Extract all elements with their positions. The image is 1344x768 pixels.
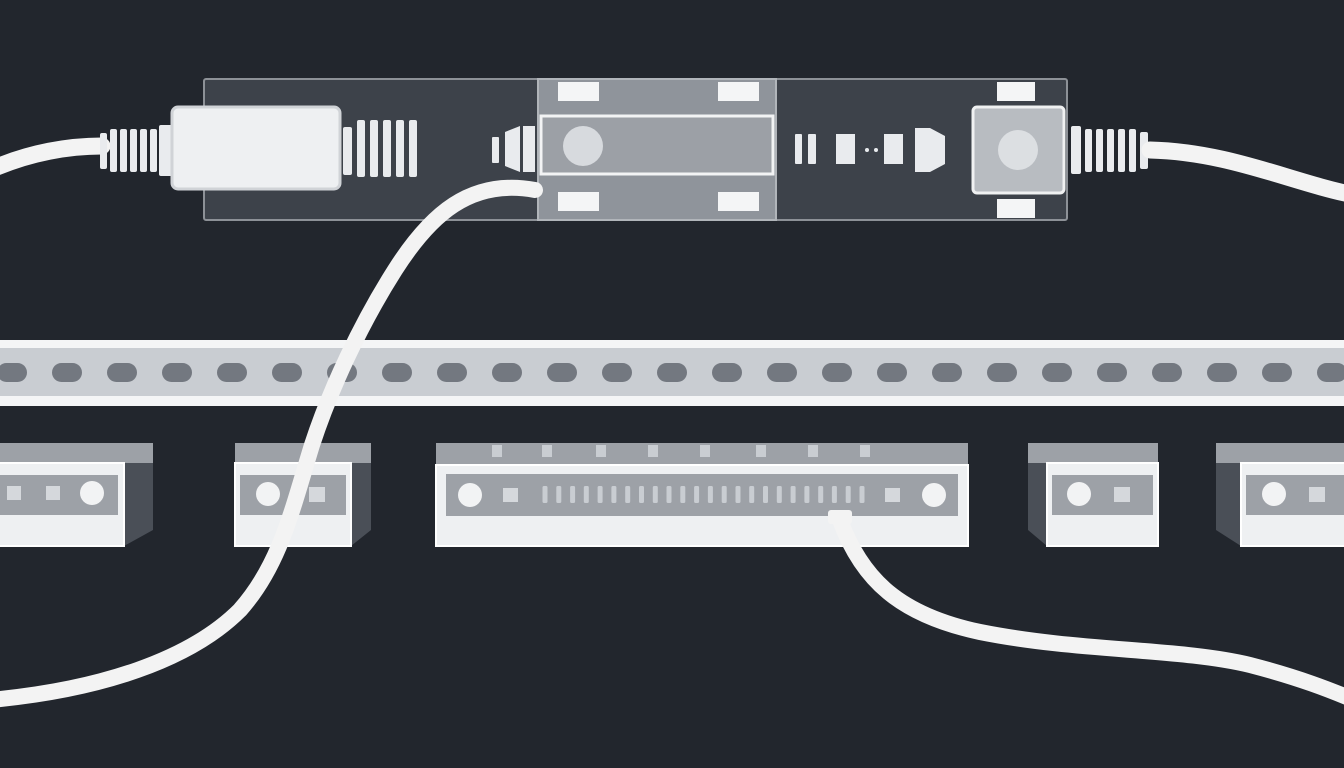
rail-slot [767,363,797,382]
network-module-icon [0,443,153,547]
rail-slot [547,363,577,382]
module-led [776,486,782,503]
patch-cable-plug [828,510,852,524]
rail-slot [382,363,412,382]
module-led [625,486,631,503]
module-led [707,486,713,503]
rail-slot [52,363,82,382]
left-cable [0,137,111,175]
module-led [818,486,824,503]
modules-row [0,443,1344,547]
square-connector-icon [971,82,1066,218]
perforated-din-rail-icon [0,340,1344,406]
module-led [542,486,548,503]
rail-slot [1042,363,1072,382]
module-led [694,486,700,503]
rail-slot [657,363,687,382]
module-led [652,486,658,503]
coupler-drop-cable [0,179,543,708]
rail-slot [987,363,1017,382]
rail-slot [217,363,247,382]
module-led [804,486,810,503]
module-led [666,486,672,503]
module-led [790,486,796,503]
rail-slot [437,363,467,382]
module-led [721,486,727,503]
module-patch-cable [832,512,1344,705]
network-module-icon [1028,443,1159,547]
network-module-icon [435,443,969,547]
module-led [583,486,589,503]
left-plug-ribs [343,120,417,177]
connector-assembly [0,78,1344,221]
rail-slot [0,363,27,382]
module-led-strip [542,486,865,503]
rail-slot [492,363,522,382]
rail-slot [602,363,632,382]
module-led [611,486,617,503]
network-module-icon [1216,443,1344,547]
module-led [763,486,768,503]
rail-slot [107,363,137,382]
rail-slot [1097,363,1127,382]
rail-slot [162,363,192,382]
rail-slot [877,363,907,382]
module-led [556,486,562,503]
module-led [639,486,644,503]
rail-slot [712,363,742,382]
left-strain-relief [100,125,173,176]
inline-coupler-icon [537,78,777,221]
rail-slot [1317,363,1344,382]
module-led [831,486,837,503]
rail-slot [822,363,852,382]
module-led [845,486,851,503]
rail-slot [932,363,962,382]
module-led [749,486,755,503]
rail-slot [1152,363,1182,382]
module-led [680,486,686,503]
module-led [735,486,741,503]
rail-slot [272,363,302,382]
module-top-vents [492,445,870,457]
rail-slot [1262,363,1292,382]
module-led [859,486,865,503]
coupler-left-tip [492,126,535,172]
module-led [597,486,603,503]
module-led [570,486,576,503]
usb-plug-icon [170,105,342,191]
coupler-right-tip [795,128,945,172]
rail-slot [1207,363,1237,382]
right-cable [1141,141,1344,202]
